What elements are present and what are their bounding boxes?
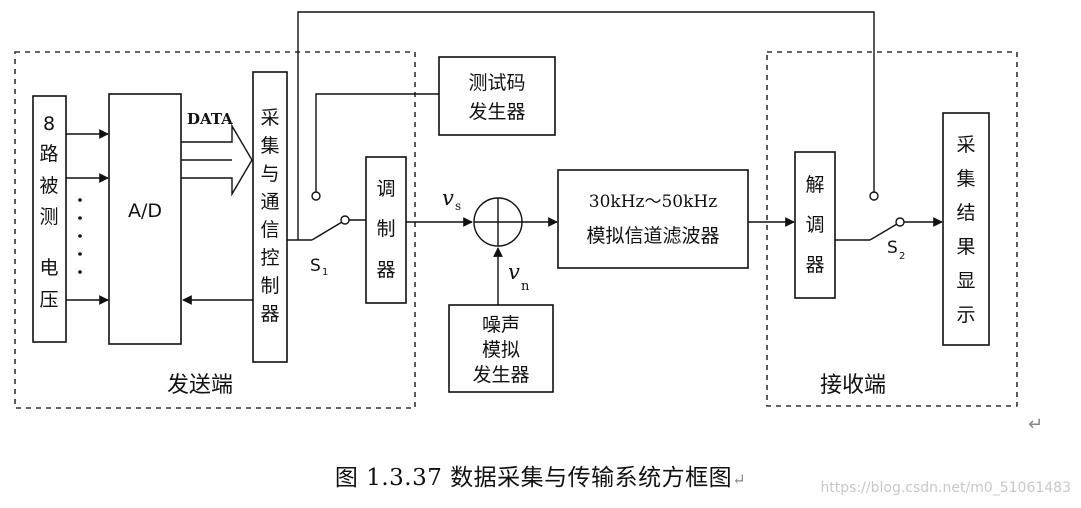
demodulator-box bbox=[794, 151, 836, 299]
display-char: 采 bbox=[956, 134, 975, 156]
input-char: 路 bbox=[39, 143, 58, 165]
channel-filter-box bbox=[557, 169, 749, 269]
paragraph-return-mark: ↵ bbox=[1028, 414, 1044, 435]
demodulator-char: 调 bbox=[805, 214, 824, 236]
receiver-label: 接收端 bbox=[820, 373, 886, 398]
modulator-char: 调 bbox=[376, 178, 395, 200]
controller-char: 集 bbox=[260, 135, 279, 157]
test-code-generator-line1: 测试码 bbox=[468, 72, 525, 94]
noise-generator-line3: 发生器 bbox=[472, 364, 529, 386]
input-char: 测 bbox=[39, 206, 58, 228]
controller-char: 通 bbox=[260, 191, 279, 213]
s1-upper-contact bbox=[311, 191, 321, 201]
adder-symbol bbox=[473, 197, 523, 247]
sender-label: 发送端 bbox=[167, 373, 233, 398]
figure-caption-text: 图 1.3.37 数据采集与传输系统方框图 bbox=[334, 465, 733, 491]
display-char: 显 bbox=[956, 270, 975, 292]
channel-filter-line2: 模拟信道滤波器 bbox=[586, 225, 719, 247]
receiver-group bbox=[766, 51, 1018, 407]
controller-char: 控 bbox=[260, 247, 279, 269]
switch-s1-subscript: 1 bbox=[322, 267, 328, 278]
caption-return-mark: ↵ bbox=[732, 470, 747, 489]
ad-converter-label: A/D bbox=[128, 200, 162, 222]
channel-ellipsis bbox=[78, 198, 82, 274]
channel-filter-line1: 30kHz～50kHz bbox=[589, 192, 717, 212]
noise-generator-line1: 噪声 bbox=[482, 314, 520, 336]
watermark: https://blog.csdn.net/m0_51061483 bbox=[820, 480, 1071, 496]
demodulator-char: 解 bbox=[805, 174, 824, 196]
input-char: 电 bbox=[39, 257, 58, 279]
controller-box bbox=[252, 71, 288, 363]
noise-generator-box bbox=[448, 304, 554, 393]
controller-char: 与 bbox=[260, 163, 279, 185]
result-display-box bbox=[942, 112, 990, 346]
modulator-char: 器 bbox=[376, 259, 395, 281]
test-code-wire bbox=[315, 93, 439, 192]
controller-char: 信 bbox=[260, 219, 279, 241]
display-char: 集 bbox=[956, 168, 975, 190]
vs-subscript: s bbox=[455, 199, 461, 213]
display-char: 示 bbox=[956, 304, 975, 326]
noise-generator-line2: 模拟 bbox=[482, 339, 520, 361]
test-code-generator-line2: 发生器 bbox=[468, 101, 525, 123]
vs-label: v bbox=[442, 186, 454, 210]
display-char: 结 bbox=[956, 202, 975, 224]
input-voltage-box bbox=[32, 95, 67, 343]
data-bus-label: DATA bbox=[187, 110, 233, 128]
vn-subscript: n bbox=[521, 279, 530, 294]
test-code-generator-box bbox=[438, 56, 556, 136]
block-diagram: 8 路 被 测 电 压 A/D DATA 采 集 与 通 信 控 制 器 测试码… bbox=[14, 11, 1018, 409]
input-char: 被 bbox=[39, 175, 58, 197]
data-bus-arrow bbox=[181, 123, 253, 197]
controller-char: 采 bbox=[260, 107, 279, 129]
s2-upper-contact bbox=[869, 191, 879, 201]
switch-s1 bbox=[311, 215, 366, 241]
switch-s2-label: S bbox=[887, 238, 898, 258]
controller-char: 制 bbox=[260, 275, 279, 297]
input-char: 8 bbox=[43, 113, 55, 135]
switch-s1-label: S bbox=[310, 256, 321, 276]
s1-s2-link-wire bbox=[297, 11, 875, 240]
vn-label: v bbox=[508, 260, 520, 284]
figure-caption: 图 1.3.37 数据采集与传输系统方框图↵ bbox=[0, 458, 1081, 492]
controller-label: 采 集 与 通 信 控 制 器 bbox=[260, 107, 279, 325]
modulator-box bbox=[365, 156, 407, 304]
sender-group bbox=[14, 51, 416, 409]
input-char: 压 bbox=[39, 289, 58, 311]
modulator-char: 制 bbox=[376, 218, 395, 240]
input-voltage-label: 8 路 被 测 电 压 bbox=[39, 113, 58, 311]
display-char: 果 bbox=[956, 236, 975, 258]
ad-converter-box bbox=[108, 93, 182, 345]
demodulator-char: 器 bbox=[805, 254, 824, 276]
switch-s2 bbox=[869, 217, 905, 241]
switch-s2-subscript: 2 bbox=[899, 251, 905, 262]
controller-char: 器 bbox=[260, 303, 279, 325]
